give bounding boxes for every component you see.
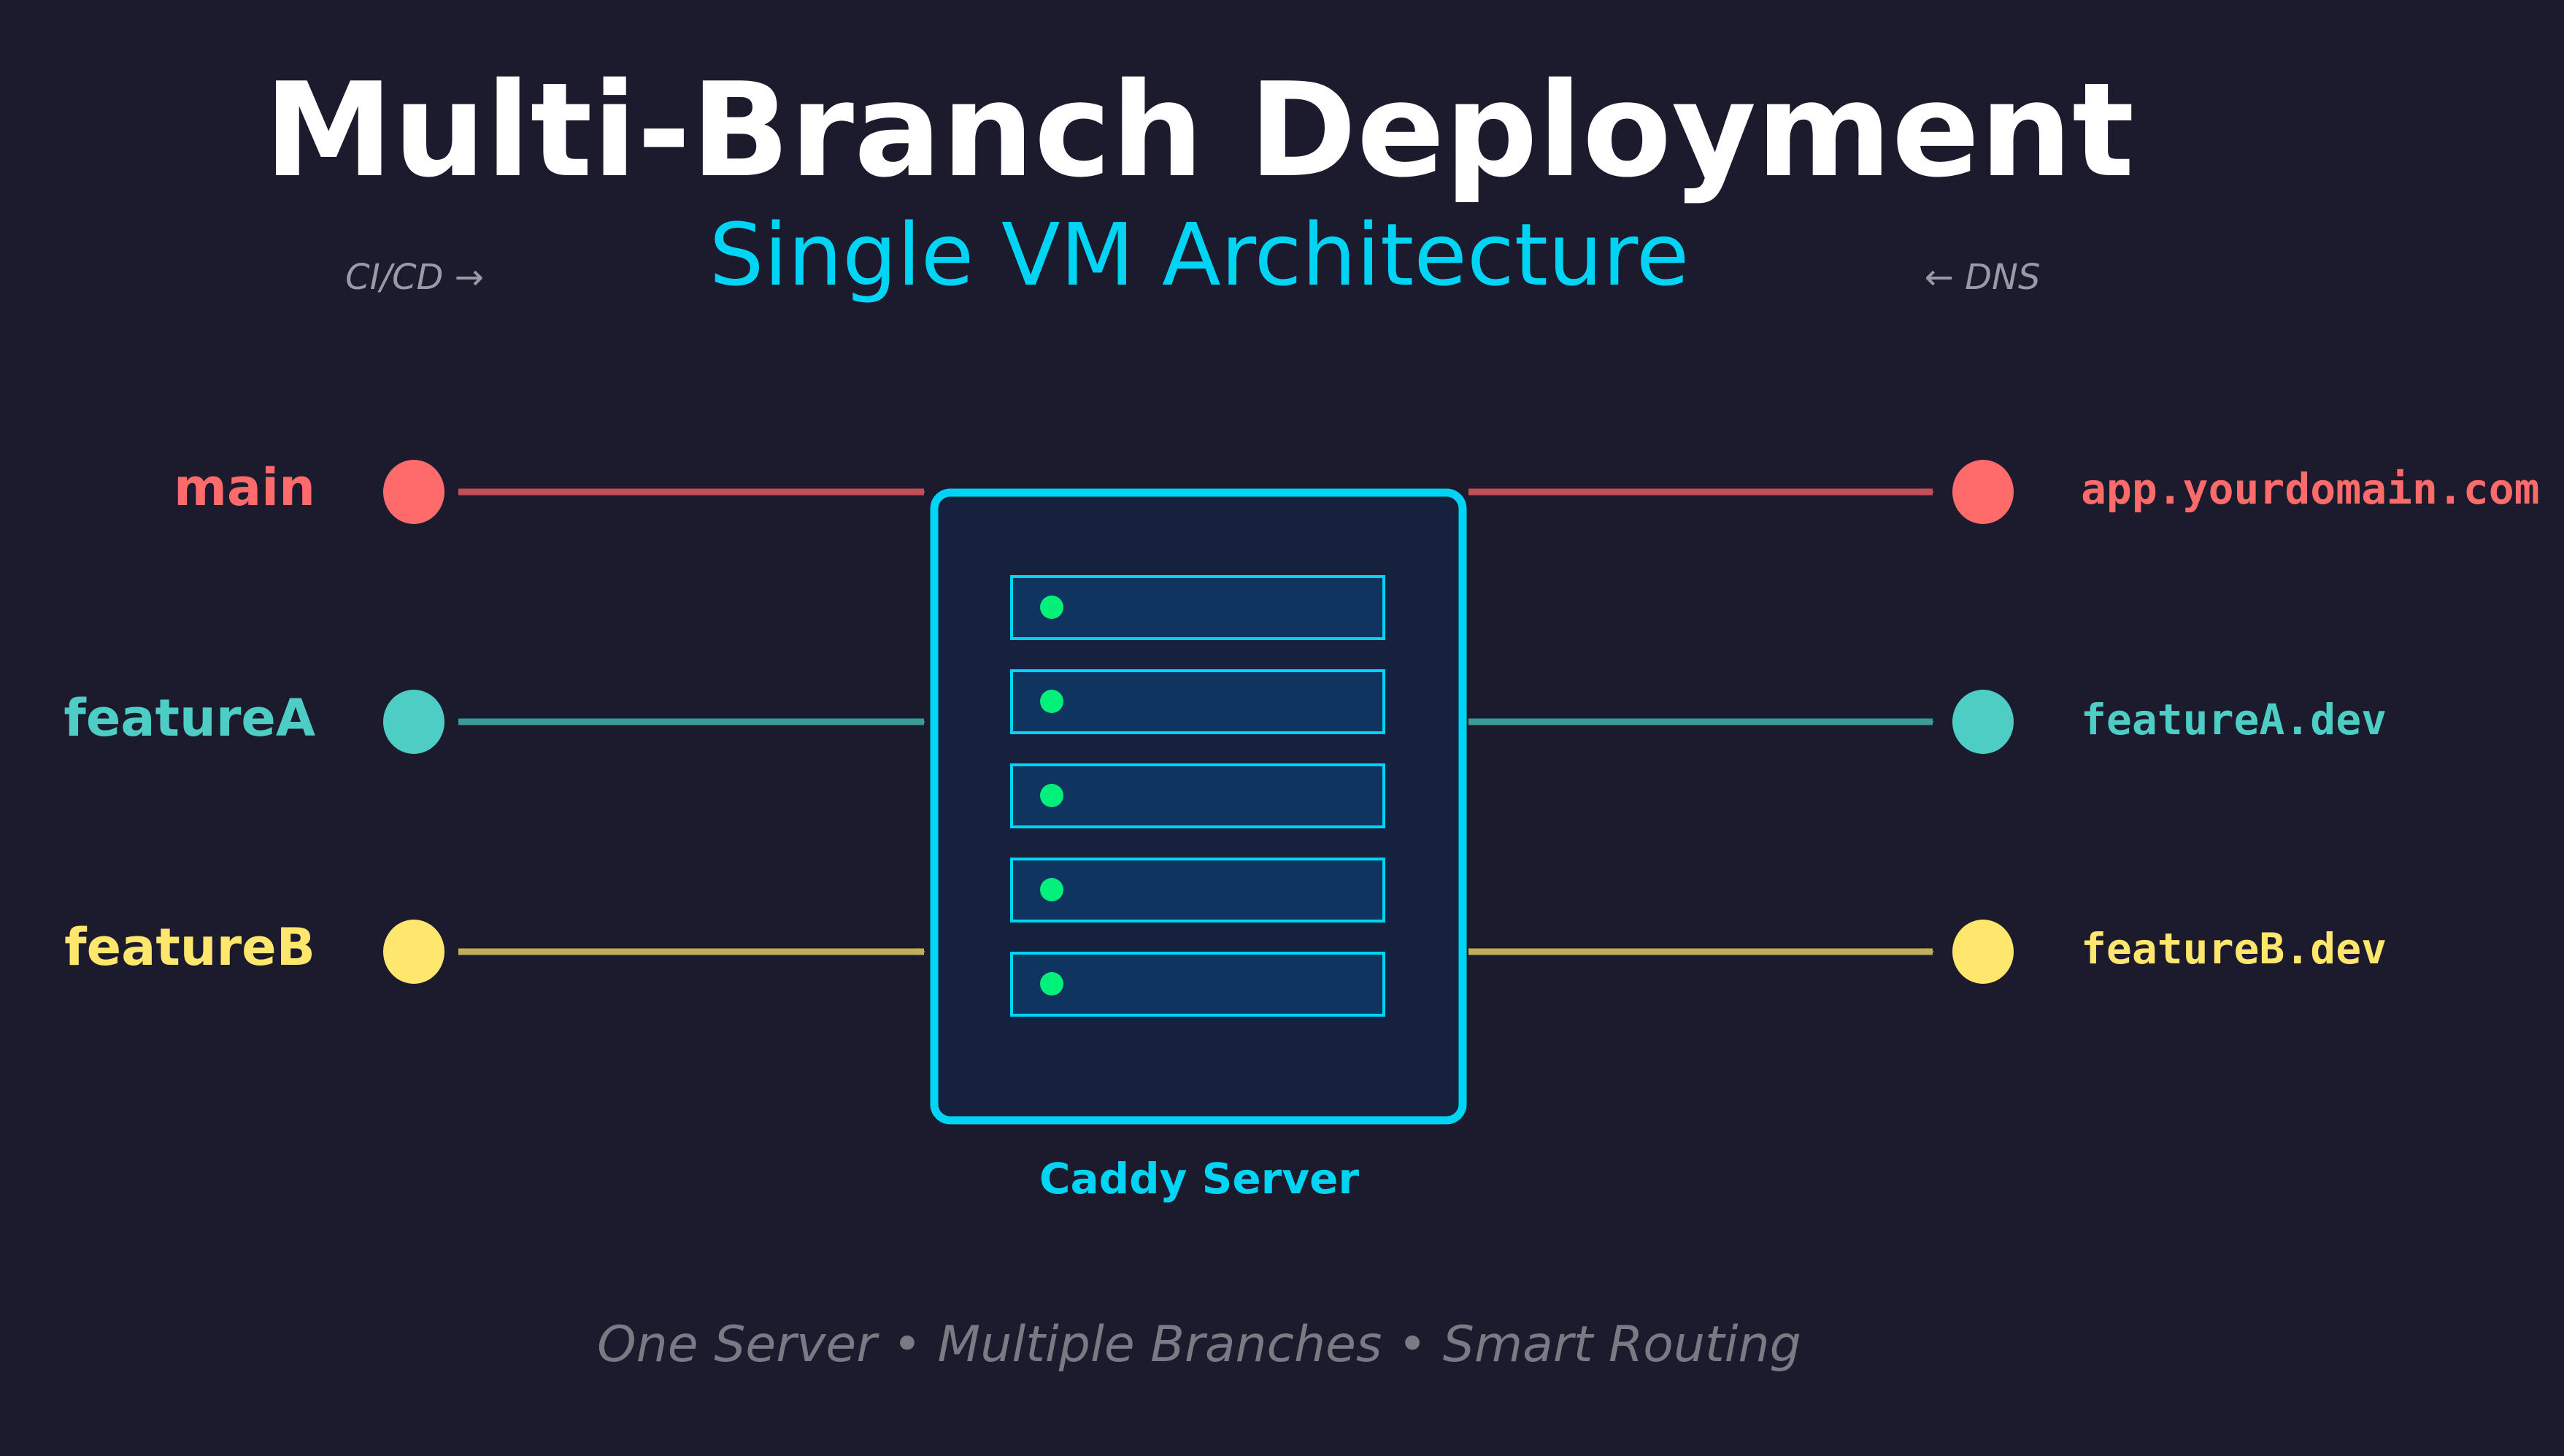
branch-label-featureB: featureB bbox=[64, 917, 315, 977]
branch-node-featureA bbox=[383, 690, 444, 754]
caddy-server-icon bbox=[930, 488, 1467, 1125]
server-label: Caddy Server bbox=[1039, 1154, 1360, 1203]
domain-node-featureA bbox=[1952, 690, 2014, 754]
page-title: Multi-Branch Deployment bbox=[264, 55, 2135, 206]
branch-label-main: main bbox=[174, 458, 315, 517]
footer-tagline: One Server • Multiple Branches • Smart R… bbox=[597, 1316, 1801, 1374]
domain-label-main: app.yourdomain.com bbox=[2081, 464, 2540, 514]
cicd-hint: CI/CD → bbox=[345, 257, 484, 298]
server-slot bbox=[1010, 669, 1385, 734]
server-slot bbox=[1010, 763, 1385, 828]
domain-label-featureB: featureB.dev bbox=[2081, 924, 2387, 974]
domain-label-featureA: featureA.dev bbox=[2081, 695, 2387, 744]
status-led-icon bbox=[1040, 878, 1063, 901]
server-slot bbox=[1010, 952, 1385, 1017]
branch-node-main bbox=[383, 460, 444, 524]
status-led-icon bbox=[1040, 690, 1063, 713]
branch-label-featureA: featureA bbox=[63, 688, 315, 748]
domain-node-featureB bbox=[1952, 920, 2014, 984]
status-led-icon bbox=[1040, 972, 1063, 995]
server-slot bbox=[1010, 575, 1385, 640]
domain-node-main bbox=[1952, 460, 2014, 524]
page-subtitle: Single VM Architecture bbox=[709, 204, 1690, 305]
branch-node-featureB bbox=[383, 920, 444, 984]
server-slot bbox=[1010, 858, 1385, 922]
dns-hint: ← DNS bbox=[1925, 257, 2041, 298]
status-led-icon bbox=[1040, 784, 1063, 807]
status-led-icon bbox=[1040, 596, 1063, 619]
